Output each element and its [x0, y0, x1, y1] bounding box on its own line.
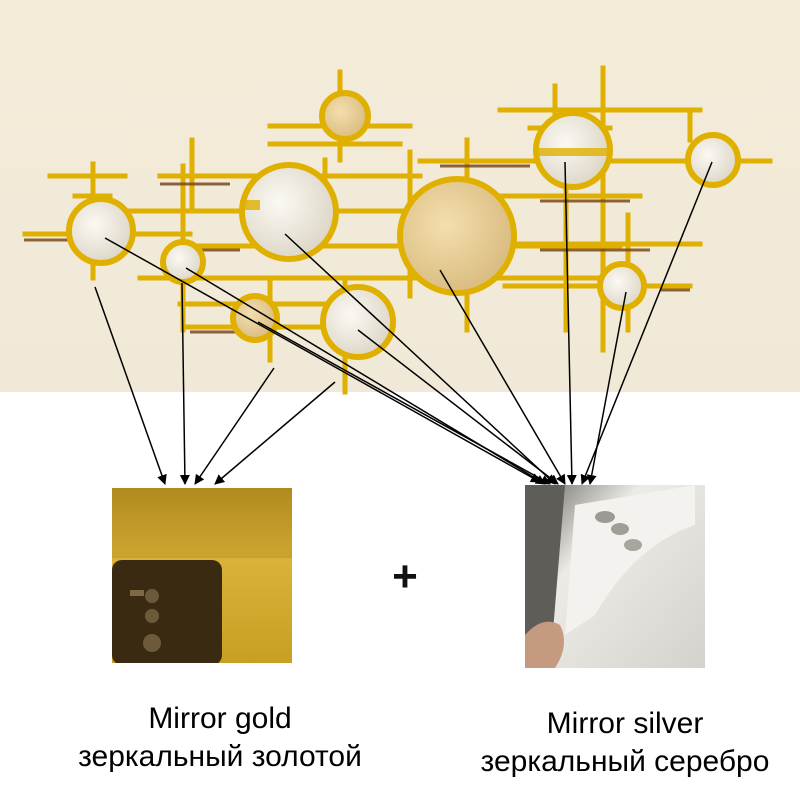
- gold-caption: Mirror gold зеркальный золотой: [40, 700, 400, 776]
- arrows-to-gold: [94, 282, 336, 485]
- silver-mirror-swatch: [525, 485, 705, 668]
- gold-mirror-swatch: [112, 488, 292, 663]
- silver-subtitle: зеркальный серебро: [480, 745, 770, 778]
- silver-caption: Mirror silver зеркальный серебро: [450, 705, 800, 781]
- wall-background: [0, 0, 800, 392]
- wood-bar-accents: [24, 164, 690, 334]
- silver-title: Mirror silver: [546, 707, 704, 740]
- arrows-to-silver: [104, 161, 713, 485]
- plus-sign: +: [392, 552, 418, 601]
- gold-subtitle: зеркальный золотой: [78, 740, 362, 773]
- gold-title: Mirror gold: [148, 702, 292, 735]
